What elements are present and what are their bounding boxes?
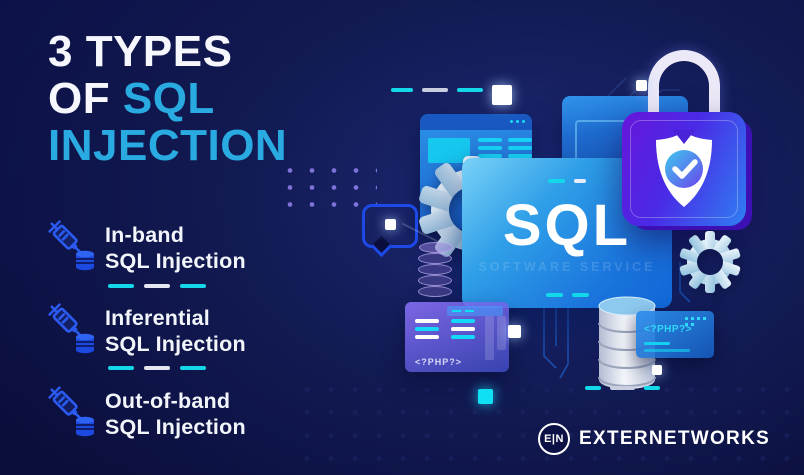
list-item-inferential: Inferential SQL Injection <box>105 305 246 357</box>
code-window-dots <box>685 317 707 326</box>
list-divider <box>108 284 206 288</box>
syringe-icon <box>48 303 94 354</box>
syringe-icon <box>48 220 94 271</box>
syringe-icon <box>48 386 94 437</box>
item-line1: In-band <box>105 223 185 247</box>
item-line2: SQL Injection <box>105 332 246 356</box>
database-icon <box>76 416 94 437</box>
dash-accent <box>391 88 483 92</box>
lock-shackle-icon <box>648 50 720 122</box>
background-dot-grid <box>295 378 790 470</box>
sql-label: SQL <box>502 193 632 258</box>
brand-mark-icon: E|N <box>538 423 570 455</box>
title-line1: 3 TYPES <box>48 27 233 76</box>
dash-accent <box>585 386 660 390</box>
item-line1: Out-of-band <box>105 389 231 413</box>
list-divider <box>108 366 206 370</box>
php-label: <?PHP?> <box>644 324 692 335</box>
brand-logo: E|N EXTERNETWORKS <box>538 423 770 455</box>
title-dot-grid <box>277 160 377 208</box>
wireframe-block <box>428 138 470 163</box>
glow-square <box>492 85 512 105</box>
panel-dash-bottom <box>462 293 672 297</box>
list-item-outofband: Out-of-band SQL Injection <box>105 388 246 440</box>
browser-titlebar <box>420 114 532 130</box>
item-line1: Inferential <box>105 306 210 330</box>
php-label: <?PHP?> <box>415 357 463 367</box>
item-line2: SQL Injection <box>105 415 246 439</box>
code-window-icon: <?PHP?> <box>405 302 509 372</box>
glow-square-cyan <box>478 389 493 404</box>
sql-subtext: SOFTWARE SERVICE <box>478 260 656 274</box>
database-icon <box>76 250 94 271</box>
title-line2-accent: SQL <box>122 74 215 123</box>
circuit-trace-icon <box>543 298 569 379</box>
code-window-header <box>447 306 503 316</box>
code-window-icon: <?PHP?> <box>636 311 714 358</box>
title-line3: INJECTION <box>48 121 288 170</box>
glow-square <box>508 325 521 338</box>
glow-square <box>385 219 396 230</box>
title-line2-white: OF <box>48 74 111 123</box>
code-lines <box>415 319 439 339</box>
glow-square <box>652 365 662 375</box>
coin-stack-icon <box>419 242 453 253</box>
list-item-inband: In-band SQL Injection <box>105 222 246 274</box>
item-line2: SQL Injection <box>105 249 246 273</box>
glow-square <box>636 80 647 91</box>
panel-dash-top <box>462 179 672 183</box>
brand-name: EXTERNETWORKS <box>579 428 771 449</box>
gear-icon <box>679 231 741 293</box>
speech-bubble-icon <box>362 204 418 248</box>
lock-icon <box>622 112 746 226</box>
database-icon <box>76 333 94 354</box>
code-lines <box>451 319 475 339</box>
page-title: 3 TYPES OF SQL INJECTION <box>48 28 287 169</box>
